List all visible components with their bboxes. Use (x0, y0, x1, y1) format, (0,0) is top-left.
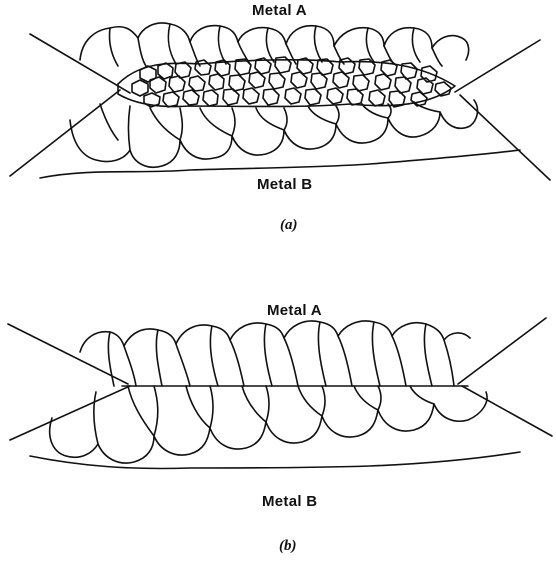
panel-a-lower-boundary-curve (40, 150, 520, 178)
panel-a-bottom-grain-dividers (100, 102, 440, 150)
panel-b-bottom-grain-dividers (94, 386, 434, 444)
panel-b-upper-right-boundary (458, 318, 546, 384)
panel-a-lower-right-boundary (460, 95, 550, 180)
panel-b-caption: (b) (279, 538, 297, 555)
panel-b-top-grain-row (80, 321, 470, 352)
panel-b-lower-boundary-curve (30, 452, 520, 469)
panel-b-lower-right-boundary (462, 386, 552, 436)
panel-b-lower-left-boundary (10, 386, 130, 440)
panel-a-upper-left-boundary (30, 34, 130, 93)
panel-a-top-label: Metal A (252, 2, 307, 19)
panel-b-bottom-label: Metal B (262, 493, 317, 510)
panel-a-fine-grains (132, 57, 451, 107)
panel-a-caption: (a) (280, 217, 298, 234)
panel-a-drawing (10, 23, 550, 180)
panel-b-top-label: Metal A (267, 302, 322, 319)
panel-a-bottom-grain-row (70, 100, 477, 167)
panel-b-drawing (8, 318, 552, 469)
panel-a-lower-left-boundary (10, 90, 120, 176)
panel-a-bottom-label: Metal B (257, 176, 312, 193)
